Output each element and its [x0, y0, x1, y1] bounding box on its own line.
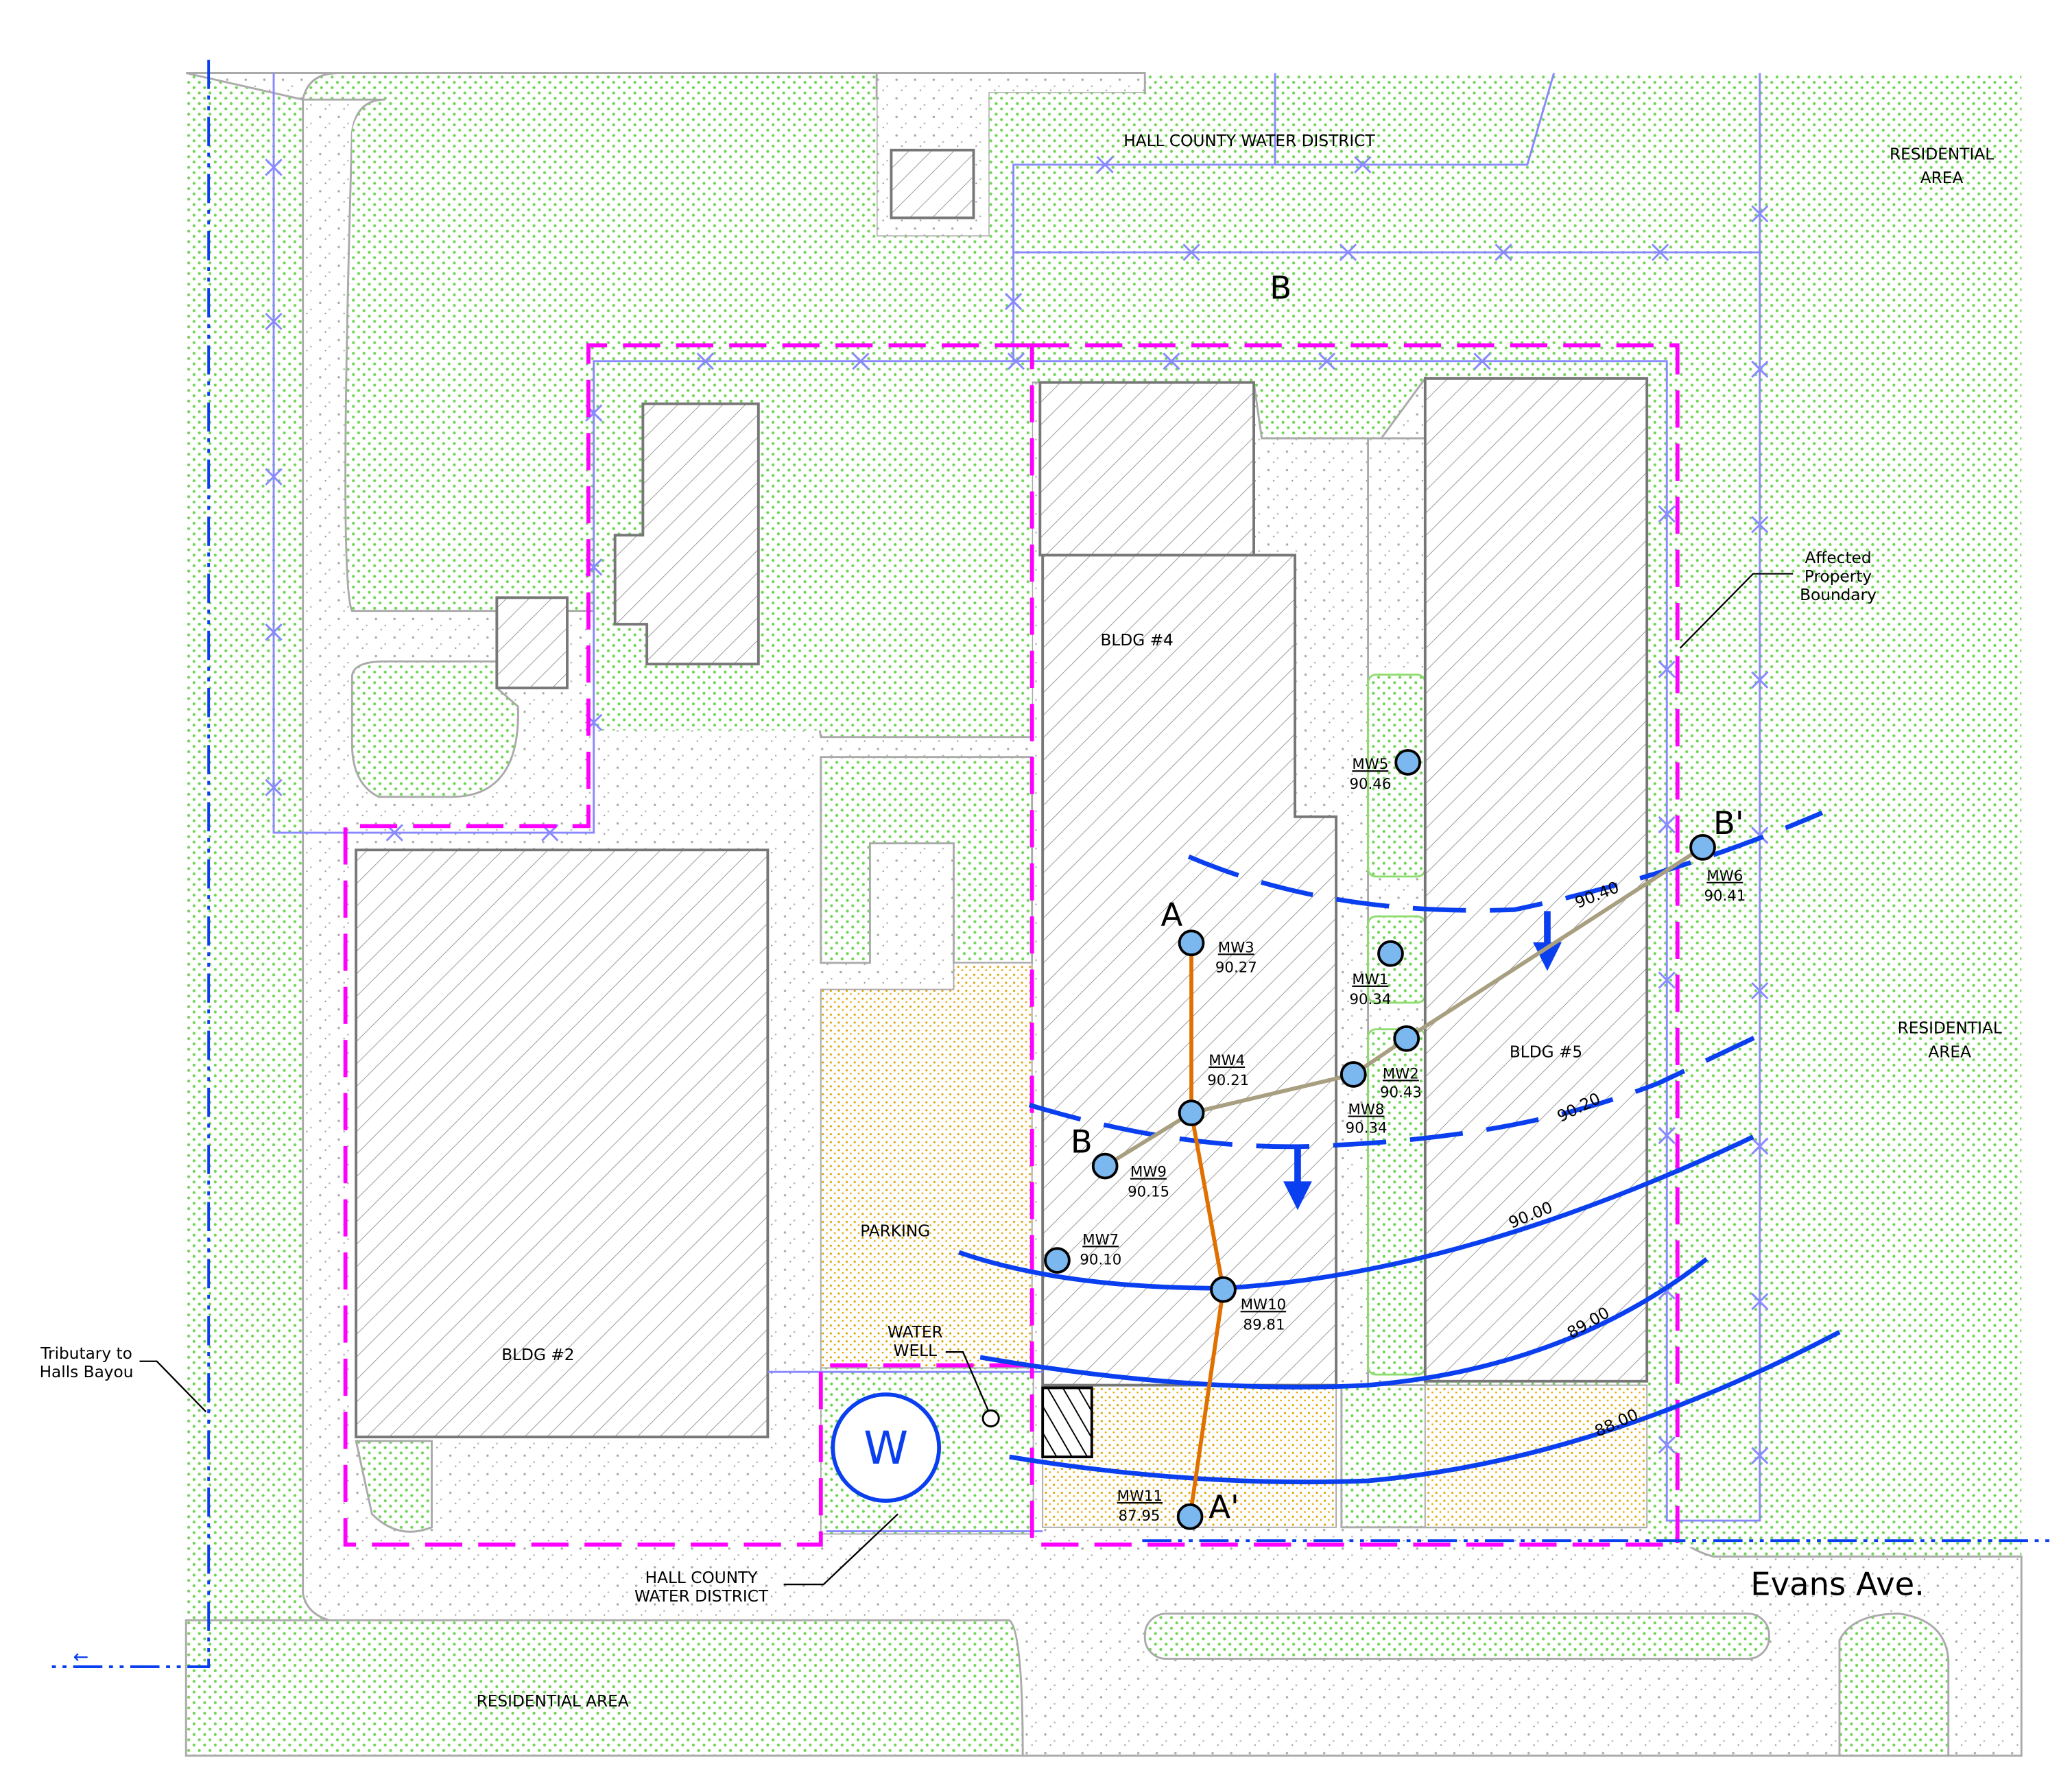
svg-text:MW5: MW5	[1352, 756, 1388, 773]
bldg-4-label: BLDG #4	[1100, 631, 1173, 650]
well-mw1[interactable]: MW1 90.34	[1349, 940, 1404, 1008]
svg-text:90.21: 90.21	[1207, 1072, 1249, 1089]
affected-property-boundary	[343, 343, 1680, 1547]
svg-text:MW8: MW8	[1348, 1102, 1385, 1119]
cross-section-a	[1188, 942, 1226, 1517]
bldg-2-label: BLDG #2	[501, 1346, 574, 1364]
svg-text:90.46: 90.46	[1349, 776, 1391, 793]
affected-boundary-label-3: Boundary	[1800, 586, 1877, 604]
groundwater-contours: 90.40 90.20 90.00 89.00 88.00	[958, 810, 1841, 1485]
svg-text:MW11: MW11	[1117, 1488, 1163, 1505]
building-5	[1423, 377, 1649, 1383]
flow-arrow-icon	[1283, 1181, 1312, 1211]
svg-text:MW1: MW1	[1352, 971, 1388, 988]
svg-text:87.95: 87.95	[1119, 1508, 1160, 1525]
well-mw10[interactable]: MW10 89.81	[1210, 1276, 1286, 1334]
well-mw7[interactable]: MW7 90.10	[1044, 1231, 1121, 1274]
svg-text:90.41: 90.41	[1704, 888, 1746, 905]
svg-text:MW3: MW3	[1218, 939, 1254, 956]
svg-text:90.34: 90.34	[1346, 1120, 1388, 1137]
well-mw4[interactable]: MW4 90.21	[1178, 1052, 1250, 1127]
affected-boundary-label: Affected	[1805, 549, 1872, 567]
water-well-label-2: WELL	[894, 1342, 938, 1360]
well-house	[1041, 1386, 1093, 1459]
svg-text:MW9: MW9	[1130, 1164, 1167, 1181]
affected-boundary-label-2: Property	[1805, 567, 1872, 586]
well-mw5[interactable]: MW5 90.46	[1349, 749, 1422, 793]
svg-text:90.27: 90.27	[1215, 959, 1257, 976]
contour-9020	[1028, 1031, 1765, 1150]
svg-text:MW4: MW4	[1208, 1052, 1245, 1069]
parking-label: PARKING	[860, 1222, 930, 1241]
svg-text:90.43: 90.43	[1380, 1084, 1422, 1101]
svg-text:MW10: MW10	[1241, 1296, 1286, 1313]
building-small	[613, 402, 760, 666]
contour-8800	[1009, 1330, 1841, 1485]
svg-text:90.10: 90.10	[1080, 1251, 1121, 1268]
residential-e-label: RESIDENTIAL	[1898, 1019, 2002, 1037]
hall-county-bottom-label: HALL COUNTY	[645, 1569, 759, 1587]
shed	[495, 596, 569, 689]
tributary-leader	[139, 1360, 207, 1413]
monitoring-wells: MW1 90.34 MW2 90.43 MW3 90.27 MW4 90.21 MW5 9…	[1044, 749, 1746, 1530]
bldg-5-label: BLDG #5	[1510, 1043, 1582, 1061]
well-mw11[interactable]: MW11 87.95	[1117, 1488, 1204, 1530]
street-label: Evans Ave.	[1750, 1566, 1925, 1603]
flow-arrows	[1283, 911, 1562, 1211]
contour-9040	[1187, 810, 1824, 913]
building-4-annex	[1038, 381, 1255, 557]
section-a-label: A	[1161, 896, 1183, 933]
residential-e-label-2: AREA	[1928, 1043, 1971, 1061]
flow-direction-arrow: ←	[73, 1646, 89, 1667]
tributary-label-2: Halls Bayou	[40, 1363, 134, 1381]
svg-text:90.34: 90.34	[1349, 991, 1391, 1008]
hall-county-top-label: HALL COUNTY WATER DISTRICT	[1123, 132, 1375, 150]
pump-house	[890, 148, 975, 219]
svg-text:MW2: MW2	[1383, 1065, 1419, 1082]
hall-county-leader	[783, 1513, 898, 1586]
water-well-letter: W	[864, 1422, 908, 1475]
residential-ne-label: RESIDENTIAL	[1890, 145, 1994, 163]
well-mw6[interactable]: MW6 90.41	[1689, 834, 1746, 905]
building-2	[355, 848, 770, 1439]
tributary-label: Tributary to	[40, 1344, 132, 1363]
well-mw2[interactable]: MW2 90.43	[1380, 1025, 1422, 1102]
svg-text:MW7: MW7	[1082, 1231, 1119, 1248]
hall-county-bottom-label-2: WATER DISTRICT	[634, 1587, 769, 1606]
tributary-line	[46, 60, 211, 1669]
svg-text:MW6: MW6	[1706, 868, 1743, 885]
section-b-prime-label: B'	[1713, 805, 1744, 842]
property-lines	[265, 73, 1769, 1533]
water-well-point	[981, 1409, 1000, 1428]
water-well-label: WATER	[888, 1323, 943, 1342]
well-mw3[interactable]: MW3 90.27	[1178, 929, 1257, 976]
contour-9000	[958, 1134, 1754, 1291]
svg-text:89.81: 89.81	[1243, 1316, 1285, 1333]
contour-8900	[979, 1257, 1708, 1390]
water-well-symbol	[831, 1392, 942, 1503]
svg-text:90.15: 90.15	[1128, 1184, 1169, 1201]
affected-boundary-leader	[1679, 573, 1794, 649]
well-mw9[interactable]: MW9 90.15	[1091, 1152, 1169, 1201]
section-a-prime-label: A'	[1208, 1488, 1239, 1525]
area-b-label: B	[1270, 270, 1291, 307]
section-b-label: B	[1071, 1123, 1093, 1161]
residential-ne-label-2: AREA	[1920, 169, 1964, 187]
residential-s-label: RESIDENTIAL AREA	[477, 1692, 629, 1711]
